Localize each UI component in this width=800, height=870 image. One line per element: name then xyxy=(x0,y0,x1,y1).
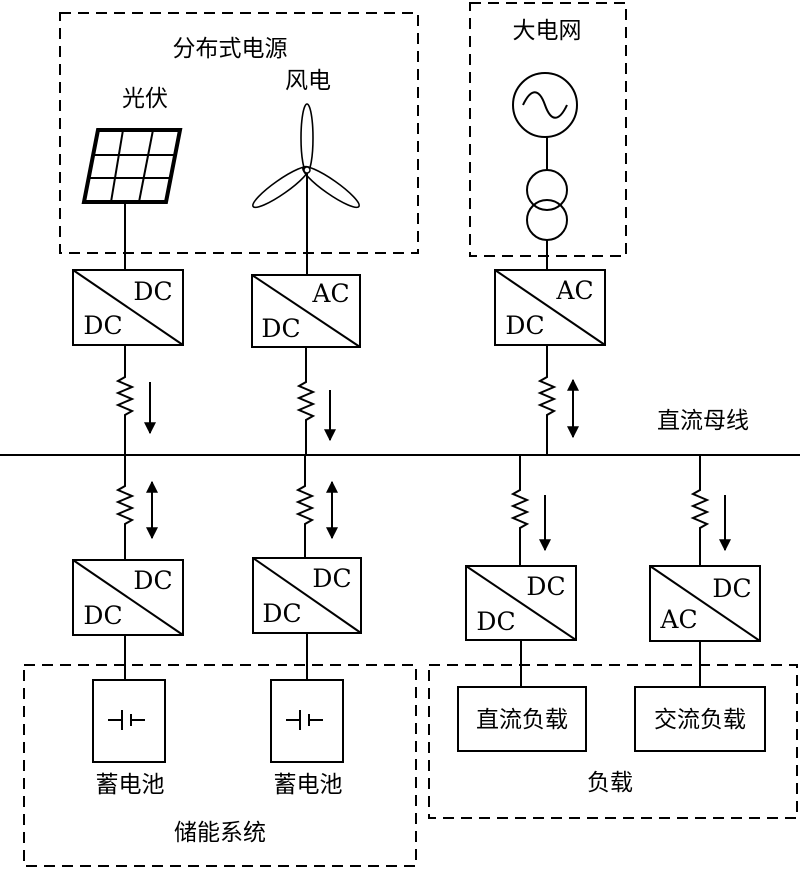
dcload-converter: DC DC xyxy=(465,565,577,641)
distributed-source-group xyxy=(59,12,419,254)
acload-converter: DC AC xyxy=(649,565,761,642)
battery-2 xyxy=(270,679,344,763)
dc-bus-label: 直流母线 xyxy=(657,408,749,434)
ac-source-icon xyxy=(512,72,578,170)
battery-icon xyxy=(286,710,323,730)
grid-converter-top: AC xyxy=(555,276,593,305)
wind-converter-top: AC xyxy=(311,279,349,308)
bat2-converter: DC DC xyxy=(252,557,362,634)
wind-line-resistor xyxy=(296,347,336,455)
bat1-line-resistor xyxy=(115,455,158,560)
storage-group xyxy=(23,664,417,867)
acload-line-resistor xyxy=(690,455,731,566)
bat2-converter-bottom: DC xyxy=(262,599,301,628)
bat1-converter-bottom: DC xyxy=(83,601,122,630)
battery-2-label: 蓄电池 xyxy=(274,772,343,798)
wind-converter: AC DC xyxy=(251,274,361,348)
pv-converter: DC DC xyxy=(72,269,184,346)
dcload-converter-top: DC xyxy=(526,572,565,601)
pv-converter-bottom: DC xyxy=(83,311,122,340)
pv-line-resistor xyxy=(115,345,156,455)
dcload-line-resistor xyxy=(510,455,551,566)
pv-converter-top: DC xyxy=(133,277,172,306)
grid-converter-bottom: DC xyxy=(505,311,544,340)
acload-converter-bottom: AC xyxy=(659,605,697,634)
bat1-converter-top: DC xyxy=(133,566,172,595)
storage-label: 储能系统 xyxy=(174,820,266,846)
acload-converter-top: DC xyxy=(712,574,751,603)
load-group xyxy=(428,664,798,819)
bat2-line-resistor xyxy=(295,455,338,560)
bat2-converter-top: DC xyxy=(312,564,351,593)
load-group-label: 负载 xyxy=(587,770,633,796)
battery-icon xyxy=(108,710,145,730)
grid-line-resistor xyxy=(537,345,579,455)
wind-turbine-icon xyxy=(252,103,360,275)
dc-load-label: 直流负载 xyxy=(476,707,568,733)
wind-converter-bottom: DC xyxy=(261,314,300,343)
bat1-converter: DC DC xyxy=(72,559,184,636)
ac-load-label: 交流负载 xyxy=(654,707,746,733)
ac-load: 交流负载 xyxy=(634,686,766,752)
grid-label: 大电网 xyxy=(513,18,582,44)
battery-1 xyxy=(92,679,166,763)
grid-converter: AC DC xyxy=(494,269,606,346)
pv-label: 光伏 xyxy=(122,86,168,112)
distributed-source-label: 分布式电源 xyxy=(173,36,288,62)
dcload-converter-bottom: DC xyxy=(476,607,515,636)
transformer-icon xyxy=(526,169,568,270)
solar-panel-icon xyxy=(81,128,183,270)
battery-1-label: 蓄电池 xyxy=(96,772,165,798)
wind-label: 风电 xyxy=(285,68,331,94)
dc-load: 直流负载 xyxy=(457,686,587,752)
